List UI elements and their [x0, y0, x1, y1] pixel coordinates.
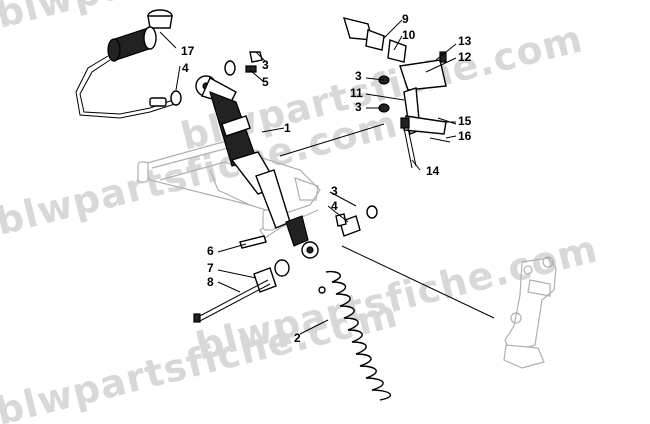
callout-6: 6 [207, 244, 214, 258]
shock-absorber [195, 75, 319, 259]
assembly-arrows [279, 123, 495, 319]
hardware-parts [170, 51, 378, 323]
callout-2: 2 [294, 331, 301, 345]
mount-bracket-ghost [503, 256, 557, 369]
coil-spring [318, 270, 392, 401]
callout-7: 7 [207, 261, 214, 275]
callout-9: 9 [402, 12, 409, 26]
callout-3b: 3 [331, 184, 338, 198]
callout-3c: 3 [355, 69, 362, 83]
reservoir-assembly [75, 9, 179, 119]
callout-15: 15 [458, 114, 472, 128]
callout-labels: 17 4 3 5 1 2 3 4 6 7 8 9 10 13 12 3 11 3… [181, 12, 472, 345]
callout-11: 11 [350, 86, 363, 100]
callout-4a: 4 [182, 61, 189, 75]
callout-3a: 3 [262, 58, 269, 72]
watermark-text-5: blwpartsfiche.com [0, 291, 402, 424]
callout-4b: 4 [331, 199, 338, 213]
callout-16: 16 [458, 129, 472, 143]
callout-1: 1 [284, 121, 291, 135]
callout-12: 12 [458, 50, 472, 64]
callout-17: 17 [181, 44, 195, 58]
callout-8: 8 [207, 275, 214, 289]
leader-lines [159, 19, 457, 335]
callout-13: 13 [458, 34, 472, 48]
linkage-assembly [342, 17, 457, 169]
watermark-text-1: blwpartsfiche.com [0, 0, 402, 37]
callout-3d: 3 [355, 100, 362, 114]
callout-10: 10 [402, 28, 416, 42]
callout-5: 5 [262, 75, 269, 89]
callout-14: 14 [426, 164, 440, 178]
